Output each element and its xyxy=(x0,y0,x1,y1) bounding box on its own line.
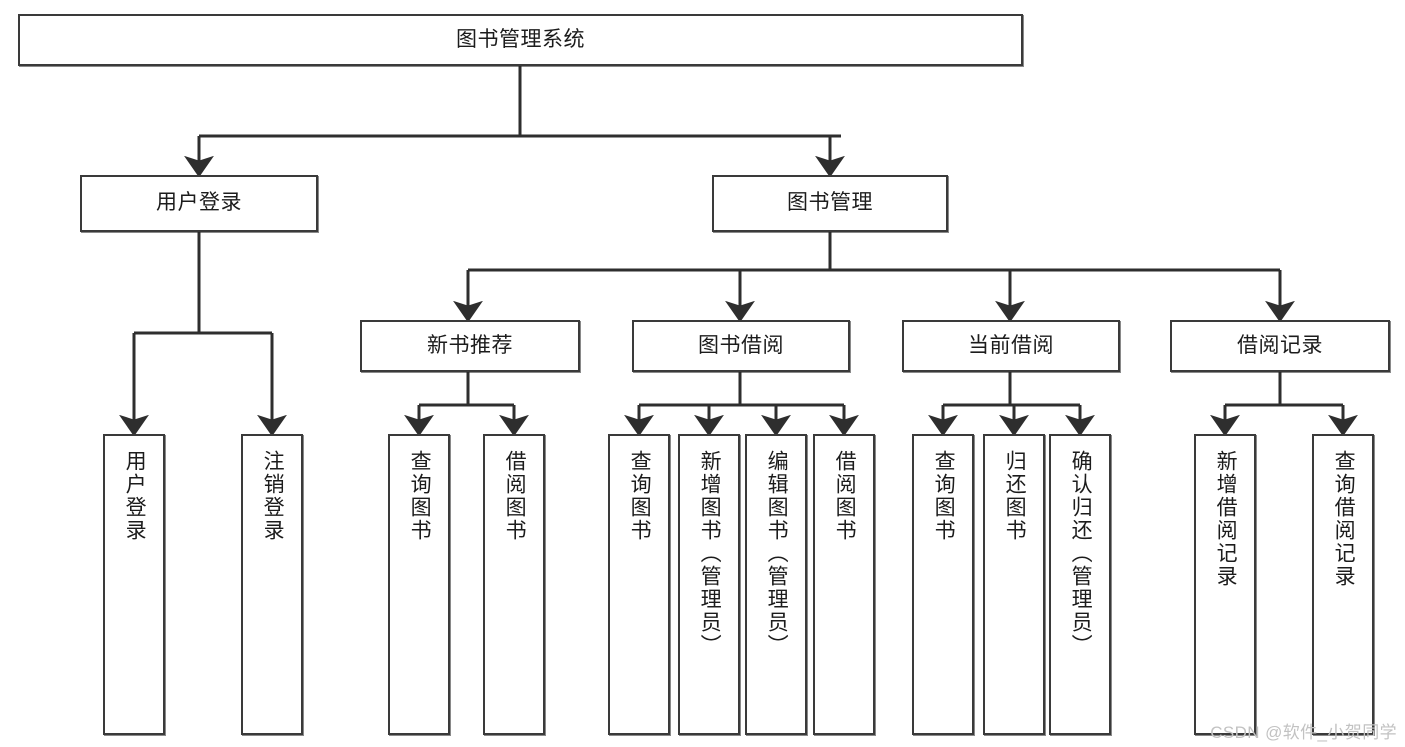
node-leaf-add-book-label: 新增图书（管理员） xyxy=(698,450,722,657)
node-leaf-query-book-rec[interactable]: 查询图书 xyxy=(388,434,450,735)
node-leaf-add-borrow-record-label: 新增借阅记录 xyxy=(1214,450,1238,588)
node-leaf-query-book-current[interactable]: 查询图书 xyxy=(912,434,974,735)
node-leaf-query-book-borrow[interactable]: 查询图书 xyxy=(608,434,670,735)
node-leaf-query-book-rec-label: 查询图书 xyxy=(408,450,432,542)
node-user-login-label: 用户登录 xyxy=(156,191,242,215)
node-leaf-return-book[interactable]: 归还图书 xyxy=(983,434,1045,735)
node-leaf-borrow-book-rec-label: 借阅图书 xyxy=(503,450,527,542)
node-leaf-return-book-label: 归还图书 xyxy=(1003,450,1027,542)
node-book-manage-label: 图书管理 xyxy=(787,191,873,215)
node-book-borrow[interactable]: 图书借阅 xyxy=(632,320,850,372)
node-book-borrow-label: 图书借阅 xyxy=(698,333,784,357)
node-leaf-confirm-return-label: 确认归还（管理员） xyxy=(1069,450,1093,657)
node-leaf-borrow-book[interactable]: 借阅图书 xyxy=(813,434,875,735)
node-borrow-record-label: 借阅记录 xyxy=(1237,333,1323,357)
node-new-book-rec[interactable]: 新书推荐 xyxy=(360,320,580,372)
node-new-book-rec-label: 新书推荐 xyxy=(427,333,513,357)
node-leaf-edit-book-label: 编辑图书（管理员） xyxy=(765,450,789,657)
node-root-label: 图书管理系统 xyxy=(456,27,585,51)
node-leaf-borrow-book-label: 借阅图书 xyxy=(833,450,857,542)
node-borrow-record[interactable]: 借阅记录 xyxy=(1170,320,1390,372)
node-leaf-user-login-label: 用户登录 xyxy=(123,450,147,542)
node-leaf-query-book-borrow-label: 查询图书 xyxy=(628,450,652,542)
node-leaf-edit-book[interactable]: 编辑图书（管理员） xyxy=(745,434,807,735)
node-leaf-query-book-current-label: 查询图书 xyxy=(932,450,956,542)
node-leaf-add-borrow-record[interactable]: 新增借阅记录 xyxy=(1194,434,1256,735)
node-leaf-query-borrow-record[interactable]: 查询借阅记录 xyxy=(1312,434,1374,735)
node-leaf-query-borrow-record-label: 查询借阅记录 xyxy=(1332,450,1356,588)
node-current-borrow[interactable]: 当前借阅 xyxy=(902,320,1120,372)
node-root[interactable]: 图书管理系统 xyxy=(18,14,1023,66)
node-leaf-confirm-return[interactable]: 确认归还（管理员） xyxy=(1049,434,1111,735)
node-book-manage[interactable]: 图书管理 xyxy=(712,175,948,232)
node-current-borrow-label: 当前借阅 xyxy=(968,333,1054,357)
node-leaf-add-book[interactable]: 新增图书（管理员） xyxy=(678,434,740,735)
node-leaf-user-login[interactable]: 用户登录 xyxy=(103,434,165,735)
node-leaf-user-logout[interactable]: 注销登录 xyxy=(241,434,303,735)
node-leaf-user-logout-label: 注销登录 xyxy=(261,450,285,542)
node-leaf-borrow-book-rec[interactable]: 借阅图书 xyxy=(483,434,545,735)
csdn-watermark: CSDN @软件_小贺同学 xyxy=(1210,723,1397,742)
node-user-login[interactable]: 用户登录 xyxy=(80,175,318,232)
